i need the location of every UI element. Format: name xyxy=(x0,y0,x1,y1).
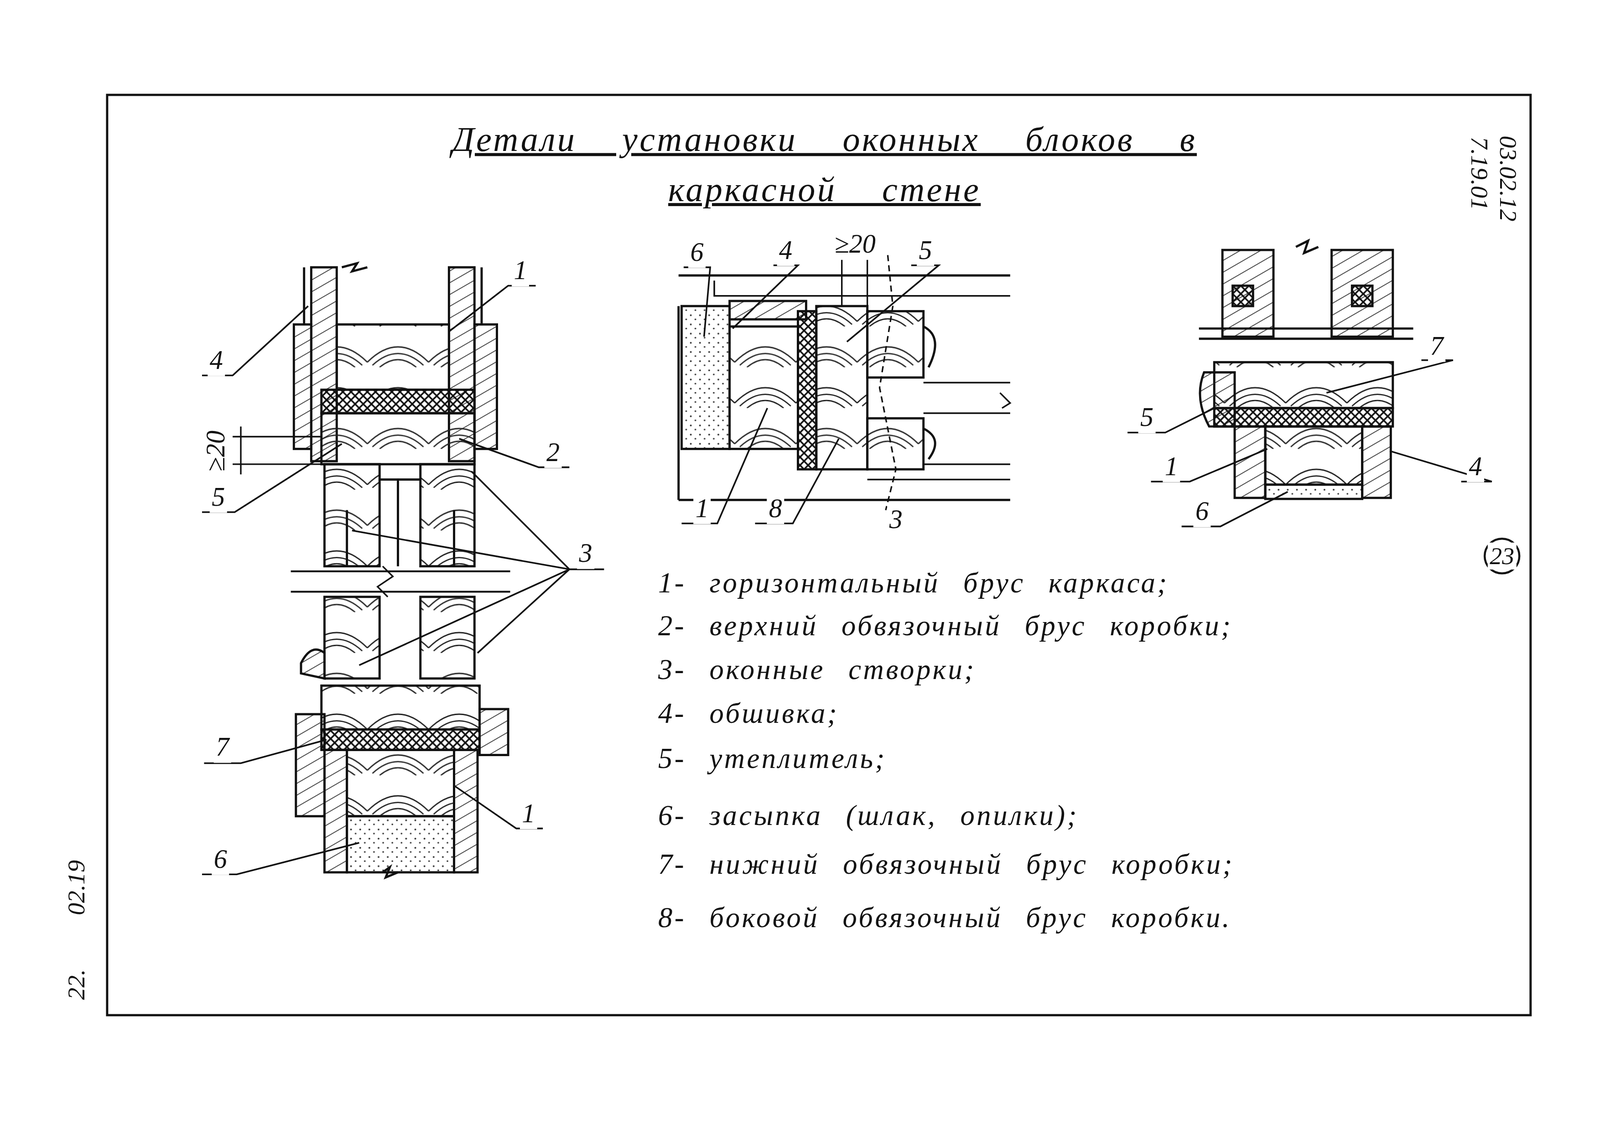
callout-number: 3 xyxy=(887,505,905,536)
callout-number: 7 xyxy=(1428,332,1446,362)
callout-number: 1 xyxy=(1162,452,1180,483)
legend-key-item: 8- боковой обвязочный брус коробки. xyxy=(658,902,1232,935)
legend-key-item: 6- засыпка (шлак, опилки); xyxy=(658,800,1079,832)
callout-number: 6 xyxy=(688,238,706,268)
callout-number: 6 xyxy=(1193,497,1211,527)
callout-number: 1 xyxy=(519,799,538,829)
callout-number: 5 xyxy=(1138,403,1156,433)
callout-number: 2 xyxy=(544,438,562,468)
legend-key-item: 2- верхний обвязочный брус коробки; xyxy=(658,610,1233,643)
callout-number: 8 xyxy=(766,494,785,524)
legend-key-item: 7- нижний обвязочный брус коробки; xyxy=(658,849,1235,882)
callout-number: 5 xyxy=(209,483,228,513)
callout-number: 7 xyxy=(213,733,232,763)
callout-number: 4 xyxy=(207,346,225,376)
callout-number: 3 xyxy=(576,539,595,569)
callout-number: 4 xyxy=(1466,452,1485,483)
callout-number: 1 xyxy=(693,494,711,524)
callout-number: ≥20 xyxy=(201,428,231,474)
sheet-mark: 02.19 xyxy=(62,857,90,918)
legend-key-item: 3- оконные створки; xyxy=(658,654,977,686)
sheet-mark: 03.02.12 xyxy=(1494,133,1522,224)
callout-number: 1 xyxy=(511,256,530,286)
legend-key-item: 4- обшивка; xyxy=(658,698,839,731)
callout-number: ≥20 xyxy=(832,230,878,260)
sheet-mark: 22. xyxy=(62,967,90,1003)
callout-number: 5 xyxy=(916,236,935,266)
sheet-mark: 23 xyxy=(1487,542,1517,570)
callout-number: 6 xyxy=(211,845,229,875)
sheet-title: Детали установки оконных блоков в каркас… xyxy=(426,114,1223,216)
legend-key-item: 5- утеплитель; xyxy=(658,743,887,775)
sheet-mark: 7.19.01 xyxy=(1465,134,1493,213)
legend-key-item: 1- горизонтальный брус каркаса; xyxy=(658,567,1169,600)
callout-number: 4 xyxy=(777,236,795,266)
